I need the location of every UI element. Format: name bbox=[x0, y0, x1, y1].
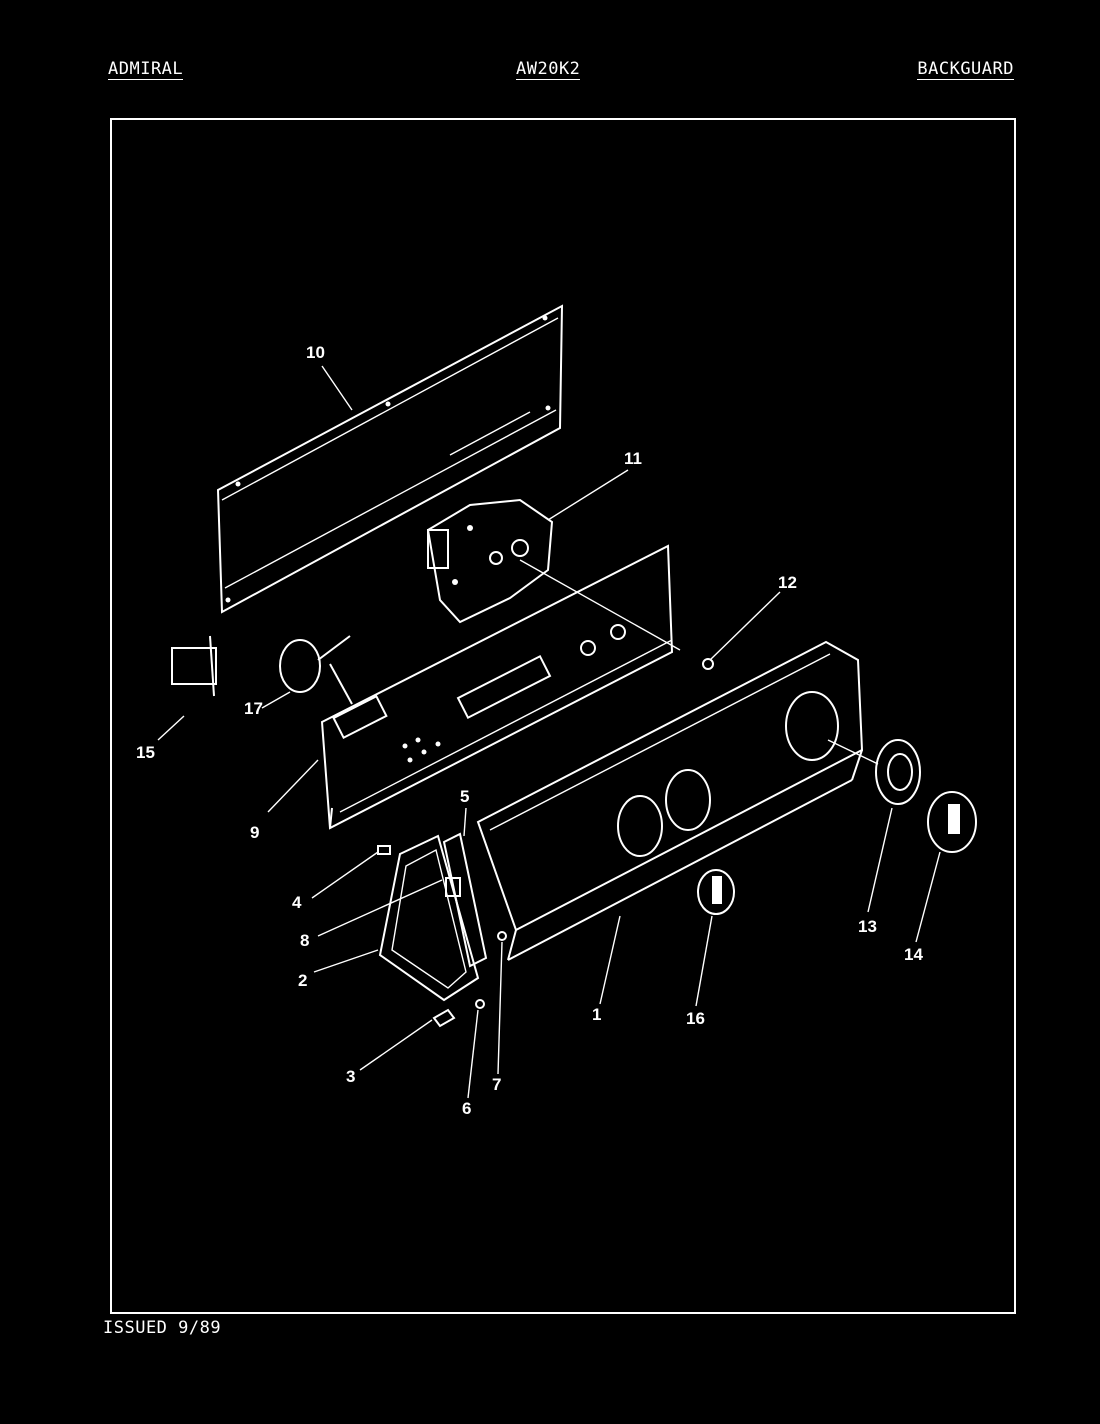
part-13-knob-skirt bbox=[875, 739, 921, 805]
brand-label: ADMIRAL bbox=[108, 59, 184, 80]
part-7-screw bbox=[497, 931, 507, 941]
callout-15: 15 bbox=[136, 743, 155, 762]
part-9-control-panel bbox=[320, 544, 674, 830]
issue-date: ISSUED 9/89 bbox=[103, 1318, 222, 1338]
callout-2: 2 bbox=[298, 971, 307, 990]
callout-12: 12 bbox=[778, 573, 797, 592]
section-title: BACKGUARD bbox=[917, 59, 1014, 80]
part-4-clip bbox=[377, 845, 391, 855]
leader-lines bbox=[157, 365, 941, 1099]
callout-1: 1 bbox=[592, 1005, 601, 1024]
part-14-knob bbox=[927, 791, 977, 853]
callout-10: 10 bbox=[306, 343, 325, 362]
diagram-frame bbox=[110, 118, 1016, 1314]
part-5-strip bbox=[442, 832, 488, 968]
part-11-timer bbox=[426, 498, 681, 651]
part-17-selector bbox=[279, 635, 353, 705]
callout-13: 13 bbox=[858, 917, 877, 936]
callout-6: 6 bbox=[462, 1099, 471, 1118]
callout-14: 14 bbox=[904, 945, 923, 964]
part-12-screw bbox=[702, 658, 714, 670]
callout-9: 9 bbox=[250, 823, 259, 842]
callout-3: 3 bbox=[346, 1067, 355, 1086]
part-16-knob bbox=[697, 869, 735, 915]
callout-8: 8 bbox=[300, 931, 309, 950]
part-10-rear-panel bbox=[216, 304, 564, 614]
part-1-backguard-housing bbox=[476, 640, 879, 961]
part-3-clip bbox=[432, 1008, 456, 1028]
callout-17: 17 bbox=[244, 699, 263, 718]
callout-labels: 10 11 12 15 17 9 5 4 8 2 3 6 7 1 16 13 1… bbox=[136, 343, 923, 1118]
model-number: AW20K2 bbox=[516, 59, 581, 80]
callout-7: 7 bbox=[492, 1075, 501, 1094]
callout-11: 11 bbox=[624, 449, 642, 468]
callout-4: 4 bbox=[292, 893, 302, 912]
part-2-door-frame bbox=[378, 834, 480, 1002]
part-8-clip bbox=[445, 877, 461, 897]
part-6-screw bbox=[475, 999, 485, 1009]
part-15-switch bbox=[171, 635, 217, 697]
callout-5: 5 bbox=[460, 787, 469, 806]
callout-16: 16 bbox=[686, 1009, 705, 1028]
